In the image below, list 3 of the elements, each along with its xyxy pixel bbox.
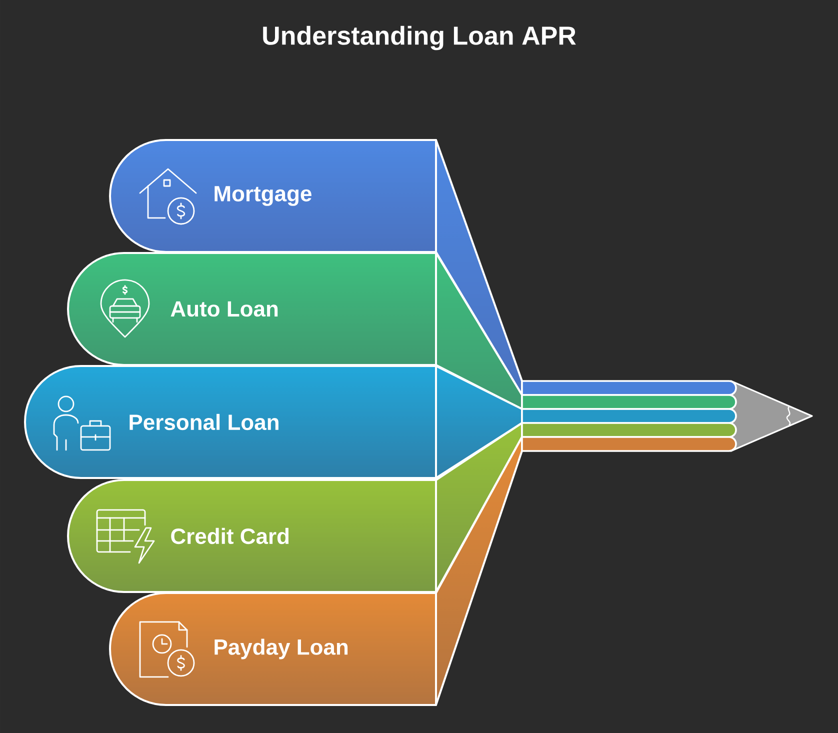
rounded-band: Payday Loan [109,592,437,706]
rounded-band: Mortgage [109,139,437,253]
title: Understanding Loan APR [263,26,576,50]
